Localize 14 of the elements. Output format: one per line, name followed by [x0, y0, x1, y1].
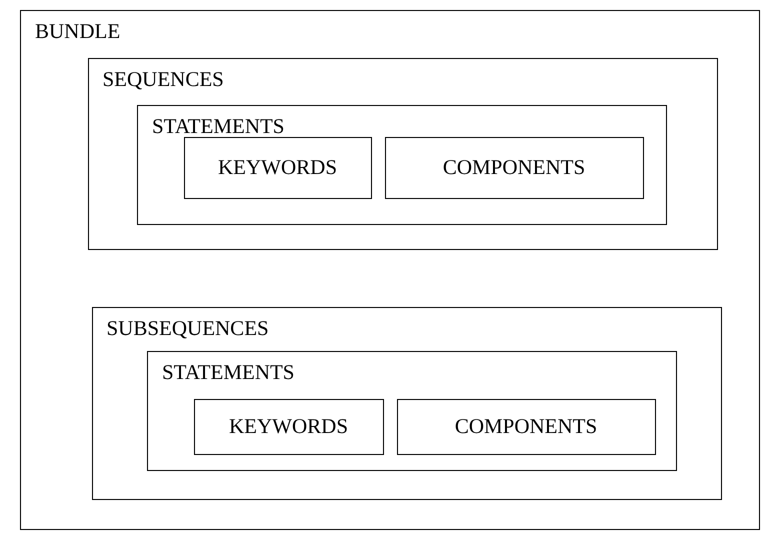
box-title: STATEMENTS	[152, 114, 284, 139]
container-box	[147, 351, 677, 471]
box-title: SEQUENCES	[102, 66, 224, 92]
label-box: COMPONENTS	[384, 136, 644, 198]
label-box: KEYWORDS	[184, 136, 372, 198]
container-box	[20, 10, 760, 530]
label-box: COMPONENTS	[396, 398, 656, 454]
label-box: KEYWORDS	[194, 398, 384, 454]
container-box	[137, 105, 667, 225]
box-title: BUNDLE	[35, 19, 120, 44]
container-box	[88, 58, 718, 250]
box-title: SUBSEQUENCES	[106, 316, 269, 340]
box-title: STATEMENTS	[162, 360, 294, 385]
container-box	[92, 306, 722, 500]
